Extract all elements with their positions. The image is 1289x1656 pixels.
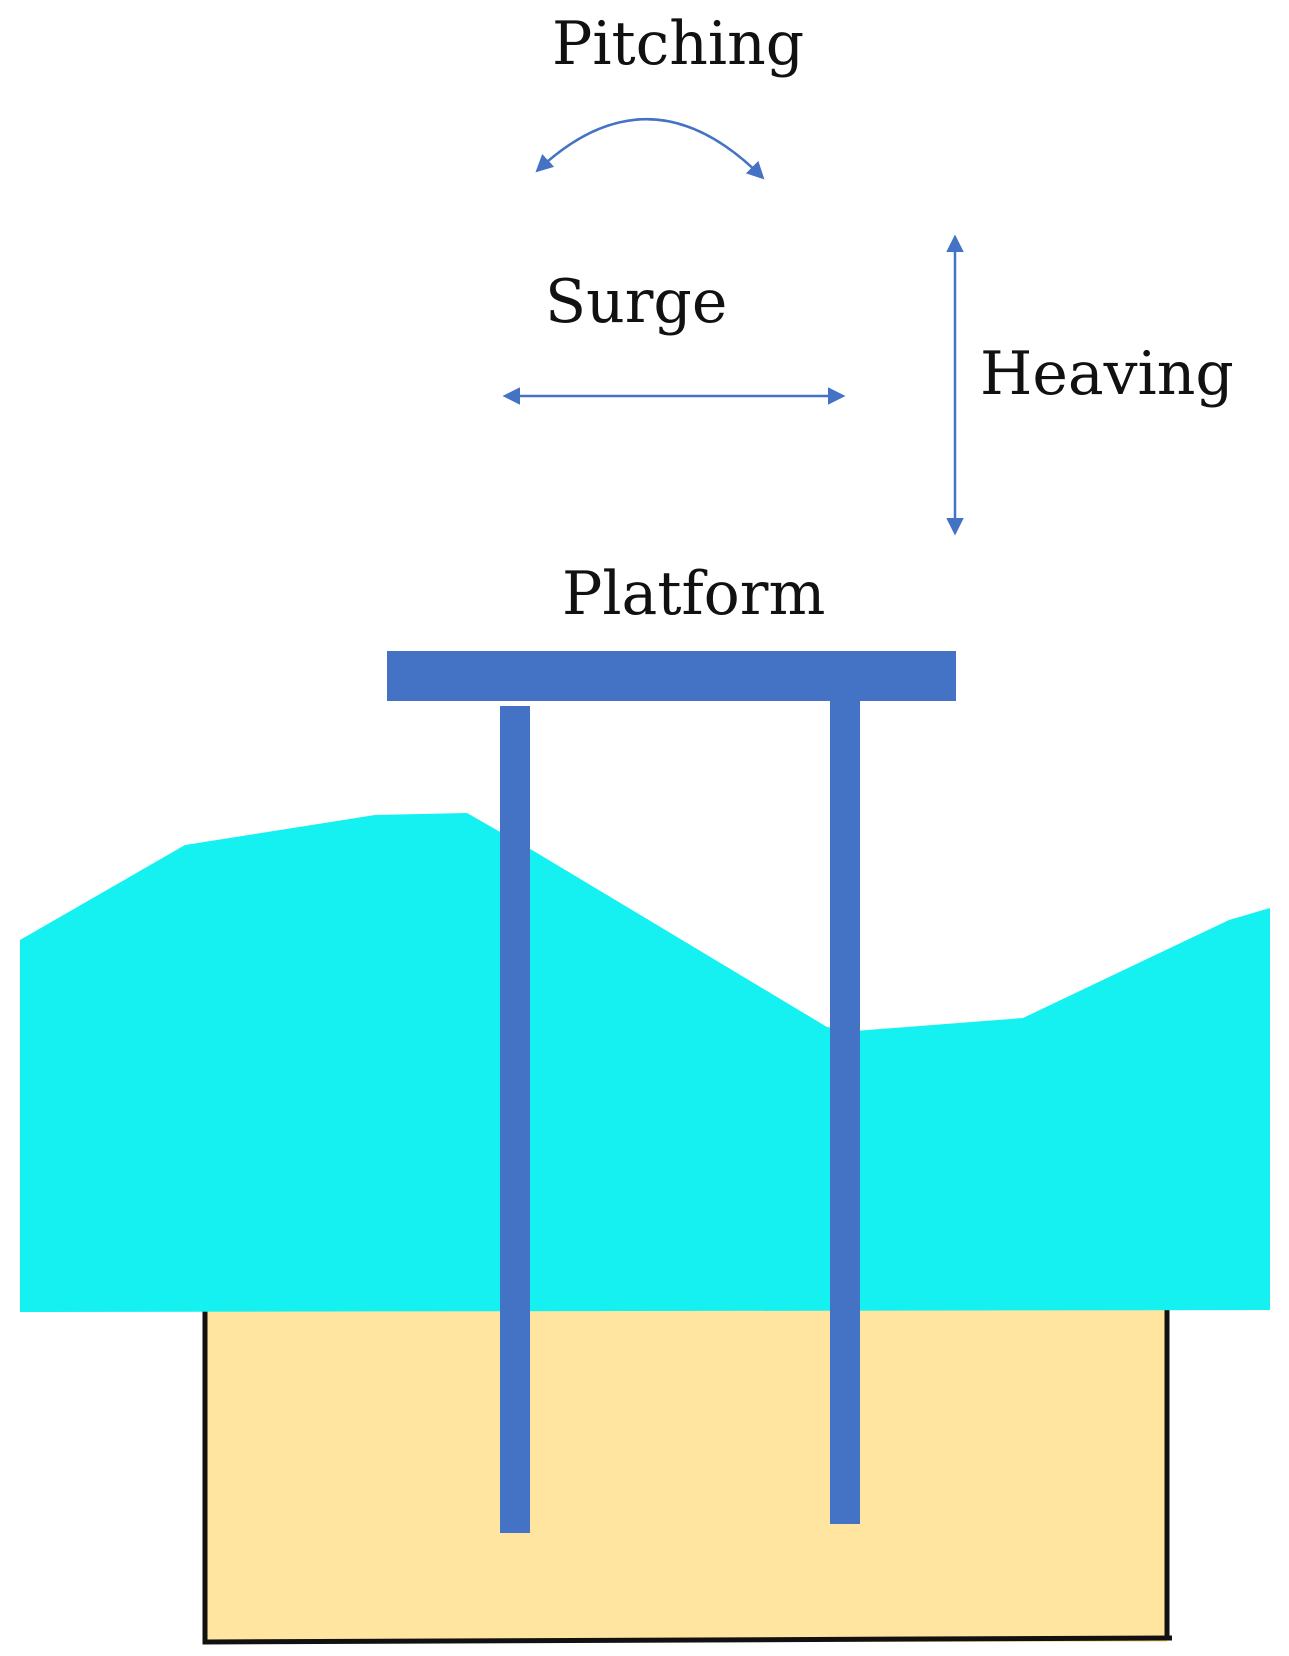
platform-deck — [387, 651, 956, 701]
heaving-label: Heaving — [980, 339, 1234, 409]
water — [20, 813, 1270, 1312]
seabed — [205, 1290, 1167, 1642]
seabed-outline — [202, 1290, 1173, 1645]
platform-label: Platform — [562, 559, 826, 629]
platform-leg-right — [830, 696, 860, 1524]
pitching-arrow — [535, 117, 765, 180]
pitching-label: Pitching — [552, 9, 805, 79]
surge-label: Surge — [545, 267, 728, 337]
platform-leg-left — [500, 706, 530, 1533]
